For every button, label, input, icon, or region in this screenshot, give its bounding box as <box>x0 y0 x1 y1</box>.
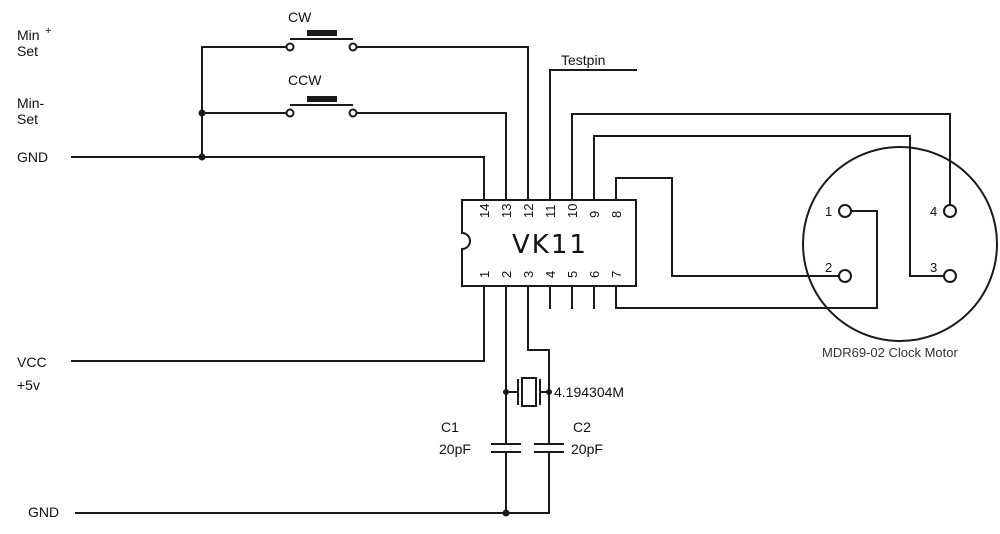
min-plus-label: Min <box>17 27 40 43</box>
junction-dot <box>546 389 552 395</box>
min-minus-set-label: Set <box>17 111 38 127</box>
min-minus-label: Min- <box>17 95 45 111</box>
motor-wiring <box>571 113 951 309</box>
pin-label-11: 11 <box>543 205 558 219</box>
c1-value: 20pF <box>439 441 471 457</box>
pin-label-1: 1 <box>477 271 492 278</box>
gnd-top-label: GND <box>17 149 48 165</box>
junction-dot <box>502 509 510 517</box>
motor-pin-2 <box>838 269 852 283</box>
switch-ccw: CCW <box>285 72 358 118</box>
gnd-top-wire <box>71 156 485 201</box>
oscillator-circuit: 4.194304M C1 20pF C2 20pF <box>439 285 624 514</box>
c2-value: 20pF <box>571 441 603 457</box>
pin-label-4: 4 <box>543 271 558 278</box>
c1-name: C1 <box>441 419 459 435</box>
min-plus-superscript: + <box>45 25 51 37</box>
pin-label-8: 8 <box>609 211 624 218</box>
testpin: Testpin <box>549 52 637 201</box>
switch-cw: CW <box>285 9 358 52</box>
motor-body <box>802 146 998 342</box>
motor-pin-label-2: 2 <box>825 260 832 275</box>
pin-label-5: 5 <box>565 271 580 278</box>
motor-pin-3 <box>943 269 957 283</box>
pin-stubs <box>549 285 595 309</box>
motor-pin-label-1: 1 <box>825 204 832 219</box>
switch-cw-label: CW <box>288 9 312 25</box>
vk11-chip: VK11 14 13 12 11 10 9 8 1 2 3 4 5 6 7 <box>461 199 637 287</box>
pin-label-2: 2 <box>499 271 514 278</box>
junction-dot <box>198 153 206 161</box>
pin-label-12: 12 <box>521 204 536 218</box>
pin-label-6: 6 <box>587 271 602 278</box>
pin-label-13: 13 <box>499 204 514 218</box>
plus5v-label: +5v <box>17 377 40 393</box>
vcc-label: VCC <box>17 354 47 370</box>
motor-caption: MDR69-02 Clock Motor <box>822 345 958 360</box>
vcc-wire <box>71 285 485 362</box>
testpin-label: Testpin <box>561 52 605 68</box>
pin-label-10: 10 <box>565 204 580 218</box>
gnd-bottom-label: GND <box>28 504 59 520</box>
motor-pin-1 <box>838 204 852 218</box>
crystal-label: 4.194304M <box>554 384 624 400</box>
junction-dot <box>198 109 206 117</box>
c2-name: C2 <box>573 419 591 435</box>
switch-ccw-label: CCW <box>288 72 322 88</box>
motor-pin-label-3: 3 <box>930 260 937 275</box>
pin-label-7: 7 <box>609 271 624 278</box>
junction-dot <box>503 389 509 395</box>
clock-motor: 1 2 3 4 MDR69-02 Clock Motor <box>802 146 998 360</box>
motor-pin-label-4: 4 <box>930 204 937 219</box>
motor-pin-4 <box>943 204 957 218</box>
pin-label-3: 3 <box>521 271 536 278</box>
min-plus-set-label: Set <box>17 43 38 59</box>
chip-name: VK11 <box>512 230 588 260</box>
pin-label-9: 9 <box>587 211 602 218</box>
pin-label-14: 14 <box>477 204 492 218</box>
switch-wiring <box>201 46 529 201</box>
